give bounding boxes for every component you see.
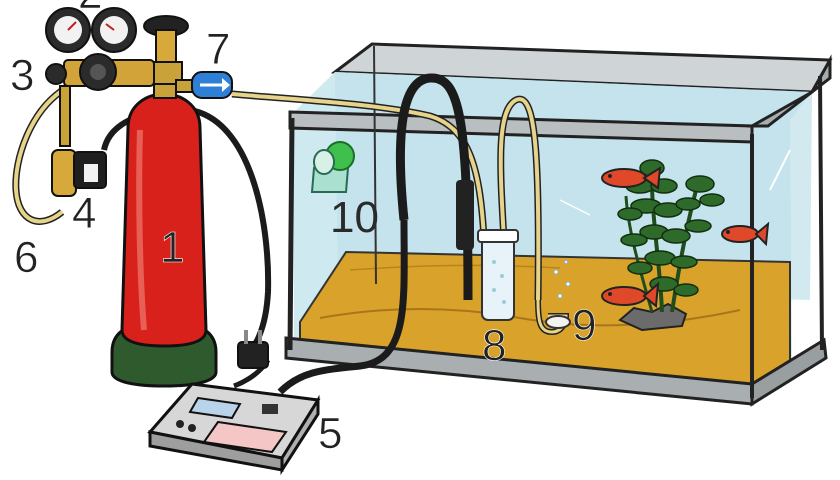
co2-line [231, 92, 486, 239]
label-controller: 5 [318, 409, 342, 458]
label-solenoid-valve: 4 [72, 189, 96, 238]
gauge-needle [105, 23, 115, 31]
rock [618, 302, 688, 332]
gauge-needle [67, 21, 77, 31]
co2-controller [147, 382, 321, 476]
label-gauges: 2 [78, 0, 102, 18]
hose-left [13, 86, 68, 224]
diffuser-tube [498, 97, 541, 301]
pump-body [456, 180, 474, 250]
regulator-outlet [59, 85, 71, 147]
regulator-knob-center [90, 64, 106, 80]
check-valve [191, 71, 233, 99]
cylinder-highlight [136, 129, 147, 331]
fish [721, 221, 770, 247]
controller-panel [202, 420, 288, 454]
glass-reflection [769, 149, 791, 191]
pump-hose [395, 73, 473, 301]
label-hose: 6 [14, 233, 38, 282]
fish [601, 166, 662, 190]
fish [601, 281, 660, 308]
tank-top-side-rim [746, 54, 832, 128]
co2-diffuser [535, 260, 571, 336]
label-drop-checker: 10 [330, 193, 379, 242]
label-regulator: 3 [10, 51, 34, 100]
tank-back-right-edge [818, 75, 824, 351]
label-cylinder: 1 [160, 223, 184, 272]
cylinder-body [120, 92, 208, 348]
drop-checker [310, 141, 355, 193]
label-reactor: 8 [482, 321, 506, 370]
controller-display [188, 396, 242, 420]
controller-port [262, 404, 278, 414]
glass-reflection [559, 199, 591, 216]
controller-button [176, 420, 184, 428]
co2-cylinder [110, 79, 218, 388]
tank-back-left-edge [373, 45, 377, 285]
label-diffuser: 9 [572, 301, 596, 350]
controller-button [188, 424, 196, 432]
adjust-knob [45, 63, 67, 85]
solenoid-valve [51, 149, 107, 197]
power-plug [237, 330, 269, 369]
tank-left-edge [287, 117, 295, 351]
pump-hose-lower [277, 219, 408, 395]
regulator-assembly [45, 7, 197, 147]
co2-reactor [477, 229, 519, 321]
label-check-valve: 7 [206, 25, 230, 74]
